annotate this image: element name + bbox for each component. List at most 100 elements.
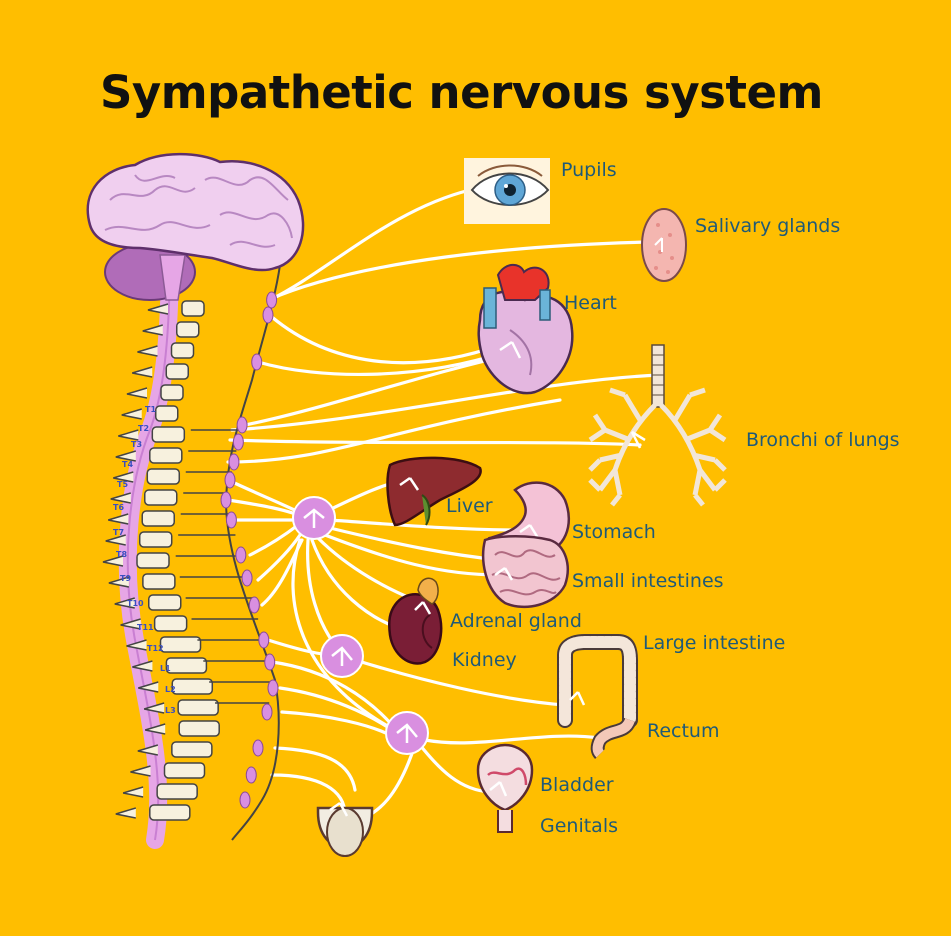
chain-ganglion <box>236 416 248 434</box>
chain-ganglion <box>241 569 253 587</box>
label-salivary-glands: Salivary glands <box>695 215 840 237</box>
nerve-to-heart-2 <box>256 350 507 377</box>
vertebra-process <box>121 408 142 420</box>
vertebral-column <box>102 300 220 821</box>
label-genitals: Genitals <box>540 815 618 837</box>
chain-ganglion <box>220 491 232 509</box>
rami-connectors <box>175 429 275 704</box>
eye-illustration <box>464 158 550 224</box>
nerve-to-bronchi-2 <box>228 438 642 447</box>
bladder-illustration <box>476 743 534 833</box>
vertebra-process <box>108 513 129 525</box>
nerve-to-large-intestine <box>353 658 567 707</box>
nerve-to-rectum <box>423 734 602 745</box>
vertebra-process <box>147 303 169 315</box>
vertebra <box>148 594 182 611</box>
chain-ganglia <box>220 291 279 809</box>
vertebra-process <box>113 471 134 483</box>
vertebra <box>178 720 220 737</box>
nerve-to-small-intestine-1 <box>328 526 502 562</box>
chain-trunk <box>224 264 281 841</box>
chain-ganglion <box>262 306 274 324</box>
vertebra-label: T3 <box>131 440 142 449</box>
vertebra <box>149 447 183 464</box>
large-intestine-illustration <box>557 634 638 759</box>
vertebra-process <box>142 324 163 336</box>
vertebra-label: T1 <box>145 405 156 414</box>
vertebra-label: T12 <box>147 644 164 653</box>
chain-ganglion <box>224 471 236 489</box>
chain-ganglion <box>239 791 251 809</box>
vertebra-process <box>138 681 159 693</box>
vertebra-process <box>143 702 165 714</box>
vertebra <box>153 615 188 632</box>
vertebra <box>176 321 200 338</box>
vertebra <box>141 510 175 527</box>
nerve-to-heart-1 <box>264 310 502 365</box>
heart-illustration <box>477 263 574 395</box>
nerve-to-small-intestine-2 <box>323 533 502 577</box>
chain-ganglion <box>245 766 257 784</box>
vertebra-process <box>115 450 137 462</box>
chain-ganglion <box>225 511 237 529</box>
nerve-to-stomach <box>328 518 522 532</box>
vertebra <box>142 573 176 590</box>
vertebra-process <box>102 555 124 567</box>
organ-labels: Pupils Salivary glands Heart Bronchi of … <box>446 159 900 837</box>
vertebra-label: L1 <box>160 664 171 673</box>
vertebra <box>171 678 214 695</box>
vertebra <box>138 531 173 548</box>
vertebra-process <box>132 366 153 378</box>
nerve-to-bronchi-3 <box>226 398 562 464</box>
label-bladder: Bladder <box>540 774 614 796</box>
vertebra <box>155 405 179 422</box>
chain-ganglion <box>252 739 264 757</box>
vertebra <box>181 300 205 317</box>
chain-link-6 <box>278 686 394 732</box>
spine: T1 T2 T3 T4 T5 T6 T7 T8 T9 T10 T11 T12 L… <box>102 241 220 849</box>
chain-link-1 <box>248 523 300 557</box>
vertebra <box>149 804 191 821</box>
nerve-to-adrenal <box>316 536 417 602</box>
vertebra-process <box>110 492 131 504</box>
vertebra-label: T5 <box>117 480 128 489</box>
nerve-to-bladder <box>418 743 492 794</box>
nerve-celiac-down <box>291 538 397 732</box>
brain <box>86 152 305 301</box>
vertebra-label: T2 <box>138 424 149 433</box>
splanchnic-1 <box>226 478 307 517</box>
vertebra <box>165 363 189 380</box>
vertebra <box>146 468 181 485</box>
nerve-lines <box>226 188 662 824</box>
vertebra-label: T4 <box>122 460 133 469</box>
vertebra-process <box>137 345 158 357</box>
vertebra-label: T6 <box>113 503 124 512</box>
label-pupils: Pupils <box>561 159 617 181</box>
chain-ganglion <box>267 679 279 697</box>
vertebra-process <box>132 660 153 672</box>
vertebra-process <box>122 786 144 798</box>
vertebra <box>159 636 202 653</box>
vertebra-process <box>130 765 151 777</box>
vertebra-label: T9 <box>120 574 131 583</box>
vertebra-label: T11 <box>137 623 154 632</box>
page-title: Sympathetic nervous system <box>100 66 823 119</box>
nerve-to-bronchi-1 <box>230 373 662 432</box>
vertebra-process <box>118 429 139 441</box>
vertebra-process <box>108 576 130 588</box>
chain-link-3 <box>260 538 304 607</box>
liver-illustration <box>386 456 482 527</box>
major-ganglia <box>292 496 429 755</box>
vertebra-label: L2 <box>165 685 176 694</box>
nerve-to-salivary <box>266 240 652 302</box>
chain-ganglion <box>248 596 260 614</box>
vertebra-process <box>120 618 141 630</box>
salivary-gland-illustration <box>641 208 687 282</box>
label-rectum: Rectum <box>647 720 719 742</box>
label-bronchi: Bronchi of lungs <box>746 429 900 451</box>
brain-stem <box>159 254 186 301</box>
label-large-intestine: Large intestine <box>643 632 785 654</box>
chain-ganglion <box>266 291 278 309</box>
